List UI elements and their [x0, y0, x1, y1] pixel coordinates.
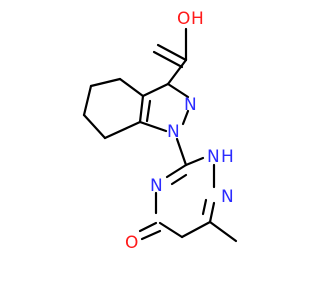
bonds — [82, 27, 238, 243]
bond-c6-c7 — [82, 113, 107, 140]
bond-c7-c7a — [103, 120, 142, 140]
atom-labels: O H N N N H N N O — [125, 9, 234, 253]
atom-label-triazine-nh-n: N — [207, 147, 220, 167]
bond-c5-c6 — [82, 84, 93, 117]
bond-n2-n1 — [181, 109, 190, 126]
bond-c3-carboxyl — [166, 58, 188, 86]
structure-canvas: O H N N N H N N O — [82, 9, 238, 253]
bond-n4-c3-a — [165, 163, 188, 179]
atom-label-pyrazole-n1: N — [167, 122, 180, 142]
bond-n1-c6-a — [208, 201, 216, 224]
bond-n1-triazine-c3 — [175, 137, 188, 167]
atom-label-triazine-nh-h: H — [221, 147, 234, 167]
atom-label-triazine-n1: N — [221, 187, 234, 207]
bond-c3a-c4 — [118, 77, 145, 98]
bond-c3-c3a — [141, 82, 170, 98]
atom-label-pyrazole-n2: N — [184, 95, 197, 115]
bond-carboxyl-c-o-double-a — [156, 43, 188, 62]
bond-c3-n2 — [166, 82, 190, 99]
molecule-structure: O H N N N H N N O — [82, 9, 238, 253]
bond-c4-c5 — [89, 77, 122, 88]
bond-n1-c6-b — [201, 198, 208, 216]
atom-label-ketone-oxygen: O — [125, 233, 138, 253]
bond-c5-o-b — [140, 229, 162, 241]
atom-label-carboxyl-oxygen-h: O — [177, 9, 190, 29]
bond-c7a-n1 — [138, 120, 168, 133]
atom-label-triazine-n4: N — [150, 176, 163, 196]
bond-c6-methyl — [208, 220, 238, 243]
atom-label-carboxyl-h: H — [191, 9, 204, 29]
bond-c3a-c7a-b — [145, 99, 152, 123]
bond-c5-o-a — [138, 221, 158, 233]
bond-c6-c5 — [180, 220, 212, 239]
bond-carboxyl-c-o-double-b — [152, 50, 184, 69]
bond-n4-c3-b — [170, 173, 188, 186]
bond-c5-n4 — [158, 221, 184, 239]
bond-c3-nh — [184, 156, 205, 167]
bond-c3a-c7a-a — [138, 94, 145, 124]
